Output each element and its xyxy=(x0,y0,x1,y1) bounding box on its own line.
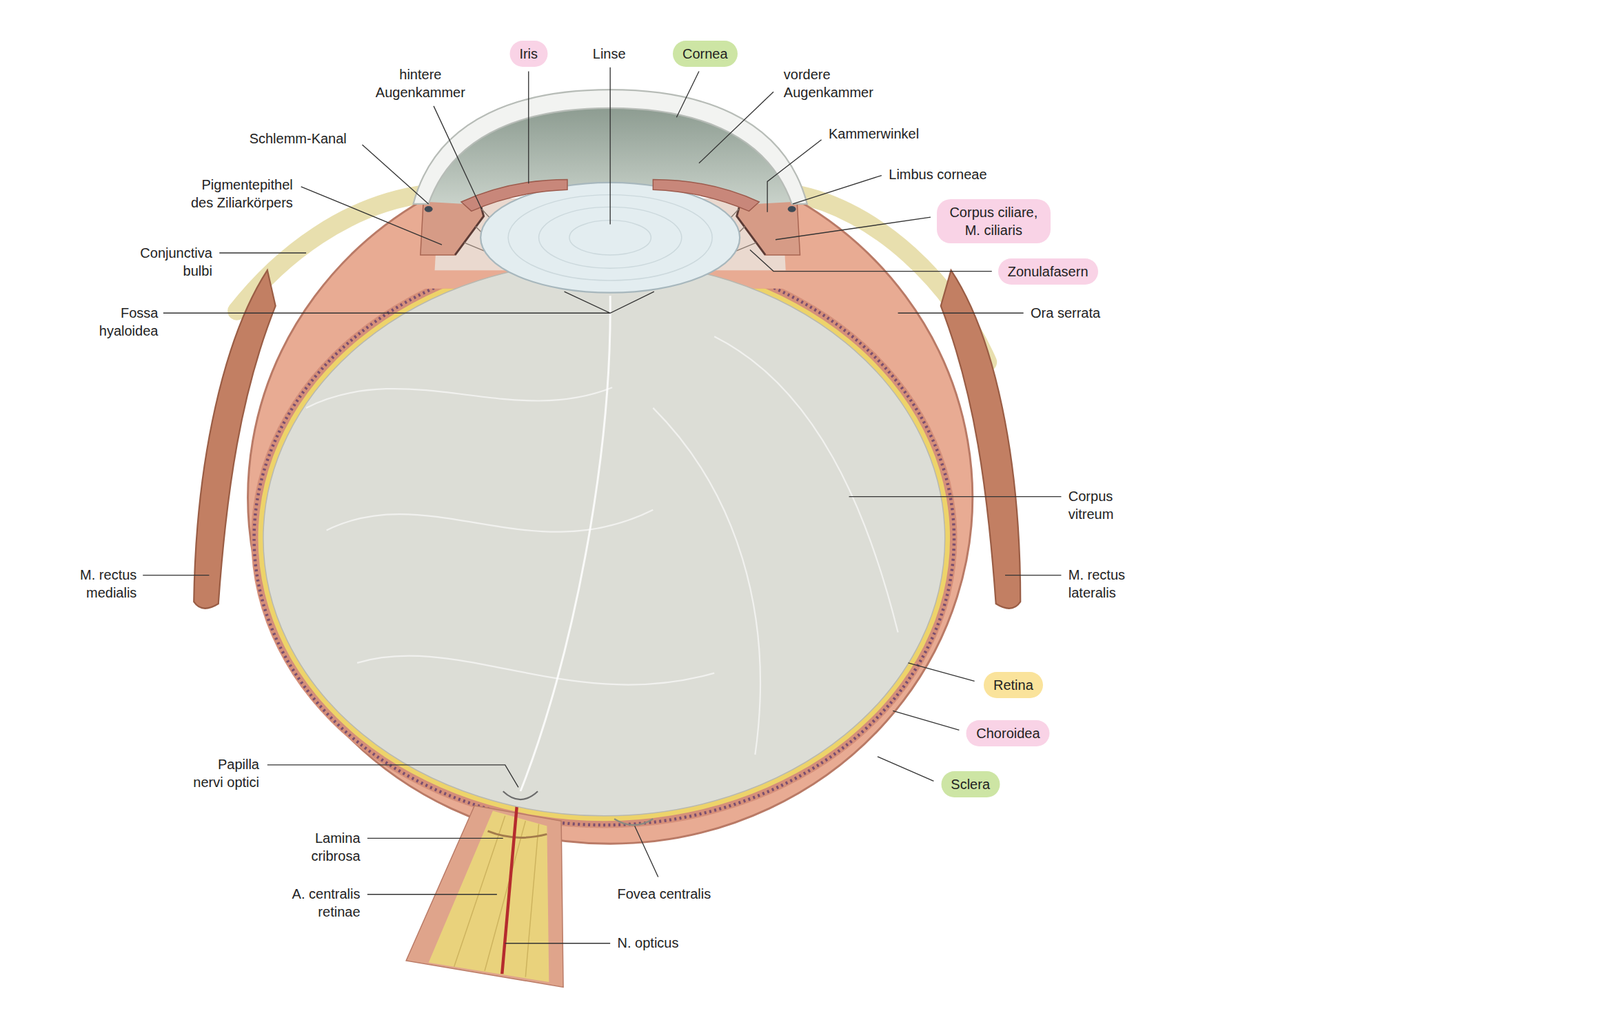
lens-layer xyxy=(569,220,651,256)
label-text: Papilla nervi optici xyxy=(190,755,260,792)
vitreous-fibers xyxy=(306,336,899,755)
iris xyxy=(461,179,568,211)
label-text: Schlemm-Kanal xyxy=(249,129,347,148)
structure-label: Pigmentepithel des Ziliarkörpers xyxy=(182,175,293,212)
label-text: Conjunctiva bulbi xyxy=(133,244,213,280)
label-pill: Retina xyxy=(983,672,1043,699)
leader-line xyxy=(907,663,975,682)
structure-label: A. centralis retinae xyxy=(284,885,361,921)
structure-label: hintere Augenkammer xyxy=(368,65,473,102)
pill-text: Retina xyxy=(993,676,1034,695)
fovea xyxy=(614,818,653,826)
structure-label: Corpus vitreum xyxy=(1068,487,1132,524)
structure-label: Ora serrata xyxy=(1030,304,1101,322)
central-artery xyxy=(501,801,518,975)
leader-lines xyxy=(142,67,1061,944)
label-text: Lamina cribrosa xyxy=(298,829,361,866)
label-text: Kammerwinkel xyxy=(828,124,919,143)
leader-line xyxy=(892,710,959,731)
nerve-fibers xyxy=(454,816,540,978)
leader-line xyxy=(849,496,1062,498)
structure-label: Fovea centralis xyxy=(617,885,712,904)
leader-line xyxy=(775,217,931,240)
label-text: Corpus vitreum xyxy=(1068,487,1132,524)
label-text: Limbus corneae xyxy=(888,165,987,184)
lamina-cribrosa xyxy=(488,831,548,838)
leader-line xyxy=(361,144,429,205)
label-text: Linse xyxy=(592,44,626,63)
label-pill: Choroidea xyxy=(966,720,1050,747)
structure-label: Fossa hyaloidea xyxy=(88,304,158,340)
pill-text: Iris xyxy=(519,44,538,63)
structure-label: Linse xyxy=(592,44,626,63)
leader-line xyxy=(792,175,882,205)
label-text: hintere Augenkammer xyxy=(368,65,473,102)
label-text: Ora serrata xyxy=(1030,304,1101,322)
label-pill: Zonulafasern xyxy=(998,258,1099,285)
label-text: Fossa hyaloidea xyxy=(88,304,158,340)
schlemm-canal xyxy=(424,206,433,213)
label-text: M. rectus lateralis xyxy=(1068,565,1138,602)
leader-line xyxy=(367,894,498,895)
label-pill: Corpus ciliare, M. ciliaris xyxy=(936,199,1051,244)
leader-line xyxy=(750,250,992,272)
leader-line xyxy=(301,186,442,245)
vitreous-body xyxy=(263,261,946,817)
label-text: Fovea centralis xyxy=(617,885,712,904)
label-text: N. opticus xyxy=(617,934,680,953)
retina xyxy=(257,288,950,822)
label-pill: Iris xyxy=(509,40,548,67)
structure-label: M. rectus lateralis xyxy=(1068,565,1138,602)
leader-line xyxy=(610,67,611,225)
leader-line xyxy=(142,574,209,576)
leader-line xyxy=(1005,574,1061,576)
leader-line xyxy=(367,838,504,839)
structure-label: Limbus corneae xyxy=(888,165,987,184)
pill-text: Cornea xyxy=(682,44,728,63)
leader-line xyxy=(267,765,519,788)
label-pill: Sclera xyxy=(940,771,1000,798)
leader-line xyxy=(163,291,655,313)
sclera xyxy=(248,199,973,844)
structure-label: Papilla nervi optici xyxy=(190,755,260,792)
pill-text: Zonulafasern xyxy=(1007,262,1089,281)
optic-disc xyxy=(503,791,538,800)
leader-line xyxy=(898,312,1024,314)
pill-text: Choroidea xyxy=(976,724,1041,743)
label-text: vordere Augenkammer xyxy=(783,65,888,102)
leader-line xyxy=(877,756,934,782)
structure-label: M. rectus medialis xyxy=(67,565,137,602)
optic-nerve xyxy=(428,810,550,983)
leader-line xyxy=(634,826,659,878)
pill-text: Corpus ciliare, M. ciliaris xyxy=(946,203,1041,240)
structure-label: Kammerwinkel xyxy=(828,124,919,143)
leader-line xyxy=(699,91,774,164)
label-text: Pigmentepithel des Ziliarkörpers xyxy=(182,175,293,212)
hyaloid-canal xyxy=(520,295,611,792)
iris xyxy=(652,179,759,211)
structure-label: vordere Augenkammer xyxy=(783,65,888,102)
label-text: M. rectus medialis xyxy=(67,565,137,602)
label-pill: Cornea xyxy=(672,40,738,67)
structure-label: Conjunctiva bulbi xyxy=(133,244,213,280)
pill-text: Sclera xyxy=(950,775,990,794)
leader-line xyxy=(433,106,482,209)
leader-line xyxy=(767,139,822,213)
optic-nerve-sheath xyxy=(406,805,564,988)
leader-line xyxy=(505,943,611,944)
leader-line xyxy=(676,71,700,118)
choroid-vessels xyxy=(254,288,955,826)
leader-line xyxy=(219,252,307,253)
schlemm-canal xyxy=(787,206,797,213)
structure-label: Lamina cribrosa xyxy=(298,829,361,866)
choroid xyxy=(250,288,957,829)
structure-label: Schlemm-Kanal xyxy=(249,129,347,148)
label-text: A. centralis retinae xyxy=(284,885,361,921)
structure-label: N. opticus xyxy=(617,934,680,953)
leader-line xyxy=(528,71,529,185)
